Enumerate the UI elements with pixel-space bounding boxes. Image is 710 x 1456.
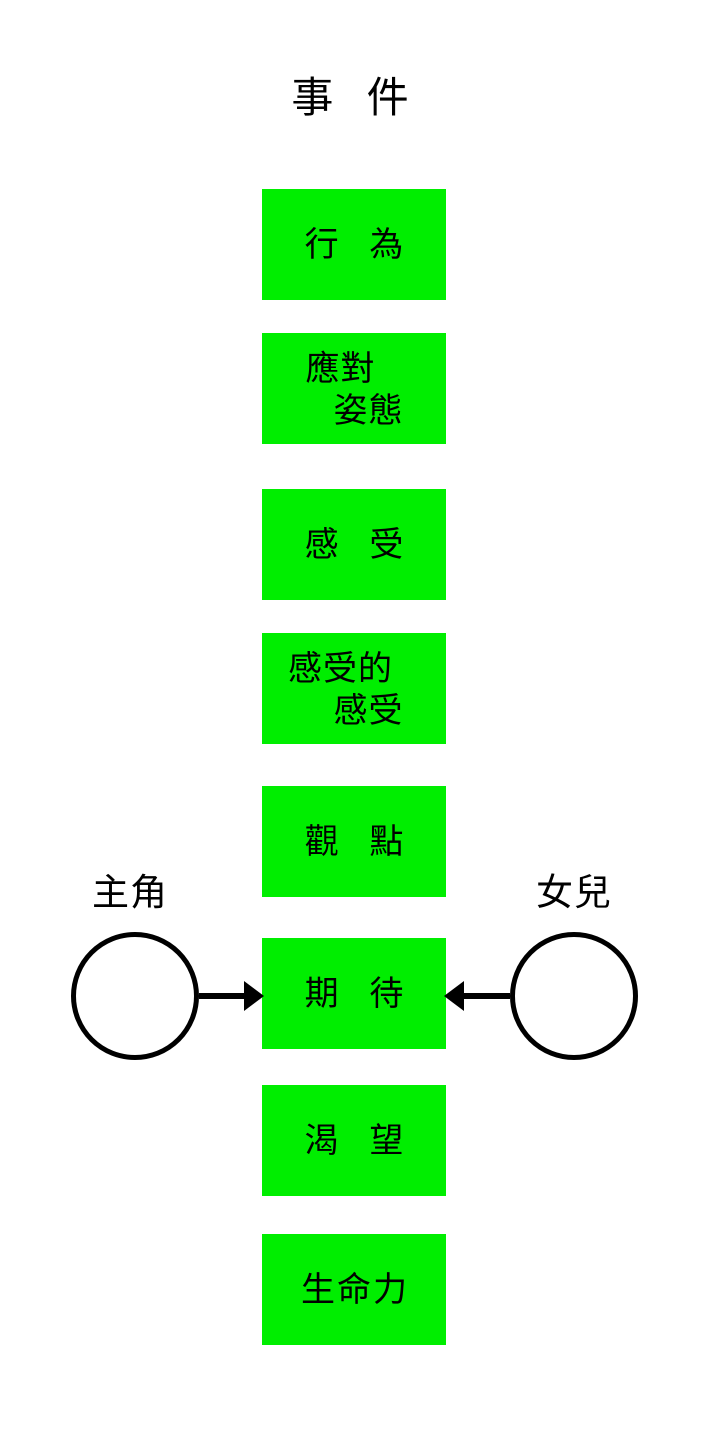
arrow-right-head-icon (244, 981, 264, 1011)
iceberg-box-behaviour[interactable]: 行 為 (262, 189, 446, 300)
iceberg-box-perceptions-label: 觀 點 (304, 822, 414, 862)
actor-label-daughter: 女兒 (536, 871, 612, 914)
iceberg-box-expectations-label: 期 待 (304, 974, 414, 1014)
iceberg-box-life-force-label: 生命力 (301, 1270, 409, 1310)
iceberg-box-feelings[interactable]: 感 受 (262, 489, 446, 600)
arrow-left-head-icon (444, 981, 464, 1011)
diagram-title: 事 件 (291, 73, 419, 122)
iceberg-box-coping-stance-label-line2: 姿態 (333, 391, 404, 431)
iceberg-box-perceptions[interactable]: 觀 點 (262, 786, 446, 897)
iceberg-box-coping-stance[interactable]: 應對 姿態 (262, 333, 446, 444)
iceberg-box-coping-stance-label-line1: 應對 (305, 349, 376, 389)
iceberg-box-feelings-about-feelings[interactable]: 感受的 感受 (262, 633, 446, 744)
actor-label-protagonist: 主角 (92, 871, 168, 914)
iceberg-box-feelings-about-feelings-label-line1: 感受的 (288, 649, 393, 689)
arrow-protagonist-to-expectations-line (199, 993, 247, 999)
iceberg-box-yearnings[interactable]: 渴 望 (262, 1085, 446, 1196)
actor-circle-protagonist[interactable] (71, 932, 199, 1060)
iceberg-box-life-force[interactable]: 生命力 (262, 1234, 446, 1345)
iceberg-box-yearnings-label: 渴 望 (304, 1121, 414, 1161)
arrow-daughter-to-expectations-line (463, 993, 510, 999)
iceberg-box-feelings-about-feelings-label-line2: 感受 (333, 691, 404, 731)
iceberg-box-feelings-label: 感 受 (304, 525, 414, 565)
iceberg-box-behaviour-label: 行 為 (304, 225, 414, 265)
actor-circle-daughter[interactable] (510, 932, 638, 1060)
iceberg-box-expectations[interactable]: 期 待 (262, 938, 446, 1049)
